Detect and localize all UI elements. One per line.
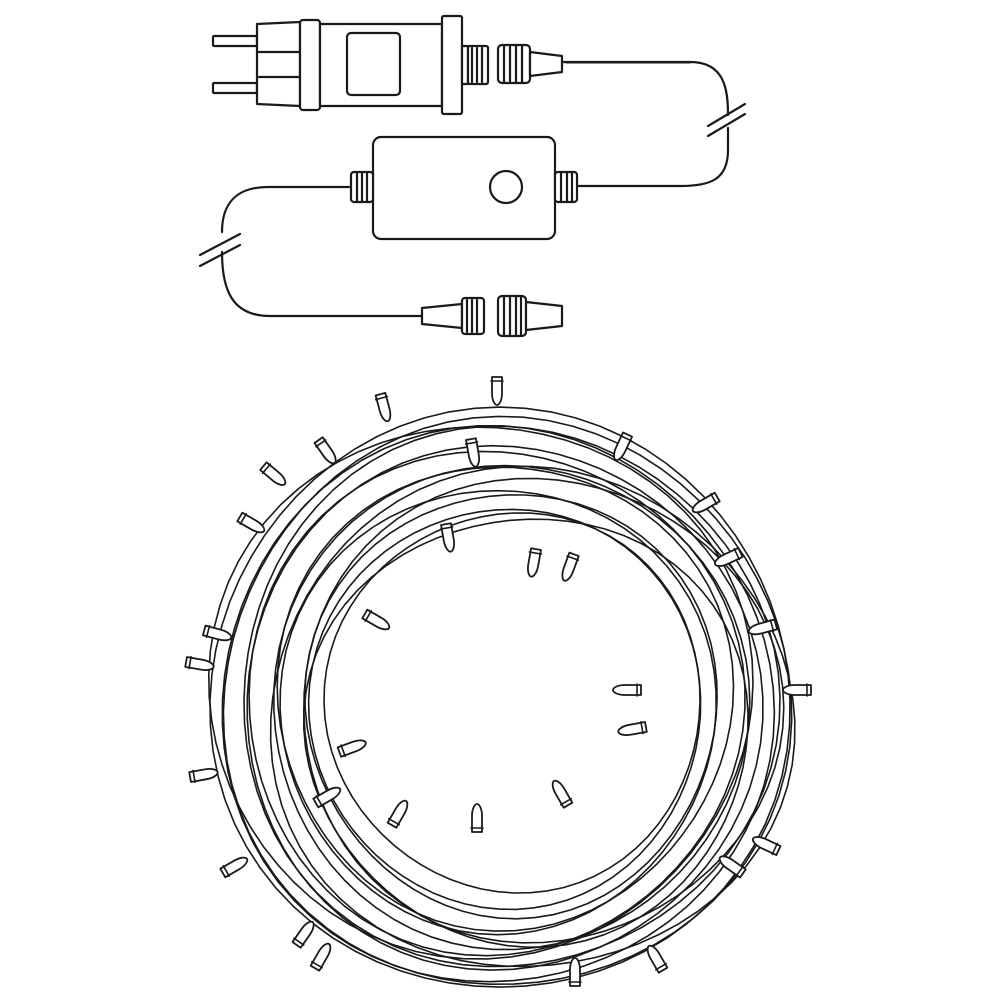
bulb (613, 431, 633, 461)
wire-loop (279, 489, 717, 936)
bulb (259, 461, 287, 486)
wire-loop (304, 494, 718, 920)
wire-loop (307, 508, 702, 911)
bulb (188, 768, 219, 784)
bulb (527, 547, 543, 578)
bulb (361, 608, 391, 631)
control-button (488, 169, 524, 205)
plug-prong-top (211, 34, 259, 48)
bulb (236, 511, 266, 534)
bulb (691, 491, 721, 514)
bulb (490, 376, 504, 406)
bulb (374, 392, 392, 423)
bulb (714, 547, 744, 567)
screw-connector-bottom (420, 294, 564, 338)
bulb (568, 957, 582, 987)
wire-loop (273, 464, 751, 951)
wire-loop (303, 477, 785, 944)
bulb (386, 799, 409, 829)
transformer (298, 14, 490, 116)
bulb (184, 655, 215, 671)
screw-connector-top (496, 43, 564, 85)
wire-loop (323, 512, 701, 894)
power-plug (211, 20, 302, 108)
wire-loop (209, 406, 791, 988)
cable-right (560, 60, 747, 188)
bulb (219, 856, 249, 879)
plug-face (255, 20, 302, 108)
bulb (291, 920, 315, 949)
bulb (470, 803, 484, 833)
light-bulbs (184, 376, 812, 987)
wire-loop (269, 465, 796, 968)
bulb (336, 739, 367, 758)
light-string-coil (208, 406, 796, 988)
bulb (752, 836, 782, 856)
bulb (313, 436, 337, 465)
wire-loop (276, 466, 735, 932)
bulb (309, 942, 332, 972)
transformer-label-window (345, 31, 402, 97)
bulb (551, 779, 574, 809)
bulb (312, 786, 342, 809)
bulb (617, 720, 648, 736)
bulb (464, 437, 480, 468)
wire-loop (222, 415, 793, 985)
controller-box (349, 135, 579, 241)
bulb (202, 624, 233, 642)
wire-loop (303, 518, 749, 948)
bulb (561, 551, 580, 582)
plug-prong-bottom (211, 81, 259, 95)
bulb (718, 855, 747, 879)
wire-loop (221, 425, 776, 983)
bulb (439, 522, 455, 553)
wire-loop (208, 426, 754, 960)
bulb (782, 683, 812, 697)
cable-left (198, 185, 424, 318)
bulb (612, 683, 642, 697)
bulb (646, 944, 669, 974)
bulb (747, 618, 778, 636)
